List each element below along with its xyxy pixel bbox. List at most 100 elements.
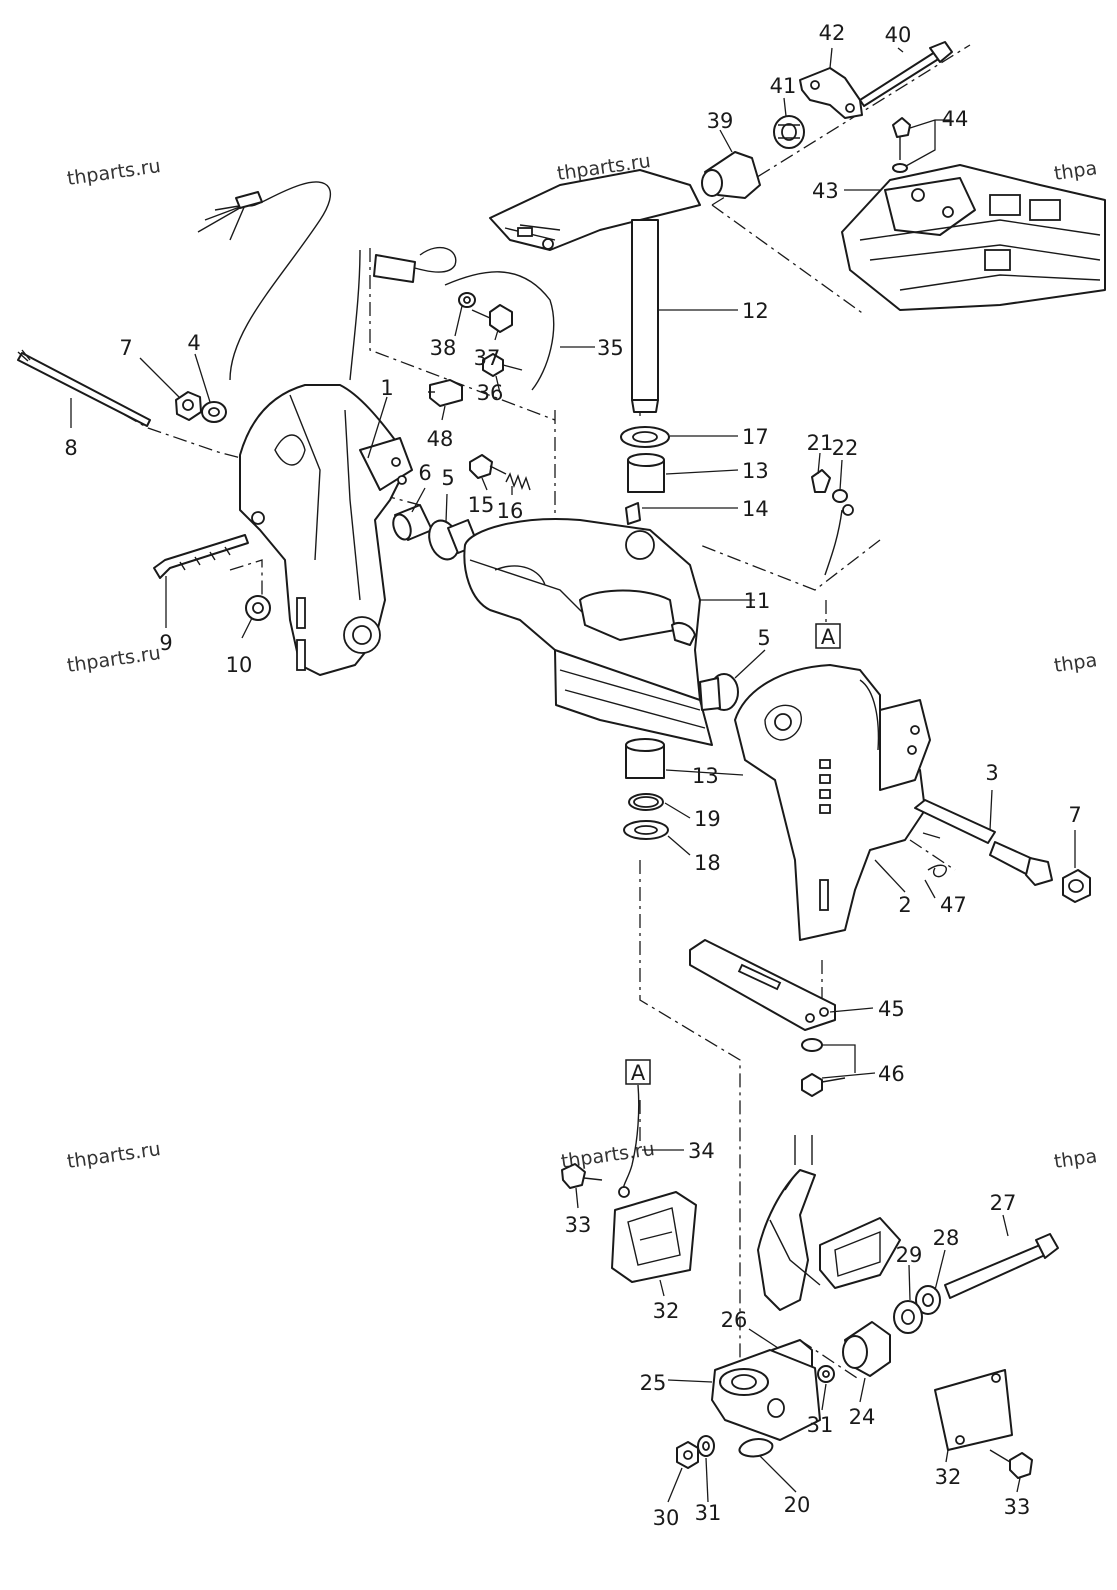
- part-38-washer: [458, 292, 476, 308]
- callout-26: 26: [721, 1308, 748, 1332]
- part-3-tilt-tube: [914, 799, 1053, 886]
- reference-mark: A: [631, 1061, 646, 1085]
- part-31-washer-small: [817, 1365, 835, 1383]
- part-13-bushing-upper: [627, 453, 665, 493]
- part-24-rubber-mount: [842, 1321, 891, 1377]
- callout-8: 8: [64, 436, 77, 460]
- watermark: thparts.ru: [66, 155, 162, 190]
- callout-17: 17: [742, 425, 769, 449]
- callout-30: 30: [653, 1506, 680, 1530]
- part-7-cap-nut-right: [1062, 869, 1091, 903]
- ground-wire-top: [824, 504, 854, 576]
- reference-box-a-upper: A: [815, 623, 841, 649]
- part-11-swivel-case: [463, 518, 713, 746]
- callout-32-left: 32: [653, 1299, 680, 1323]
- watermark-partial: thpa: [1053, 157, 1099, 185]
- callout-22: 22: [832, 436, 859, 460]
- callout-25: 25: [640, 1371, 667, 1395]
- callout-13-lower: 13: [692, 764, 719, 788]
- callout-12: 12: [742, 299, 769, 323]
- watermark: thparts.ru: [66, 1138, 162, 1173]
- part-43-mount-clamp-assembly: [841, 164, 1106, 311]
- part-17-washer: [620, 426, 670, 448]
- callout-11: 11: [744, 589, 771, 613]
- part-12-steering-arm-shaft: [489, 169, 701, 413]
- callout-6: 6: [418, 461, 431, 485]
- callout-31-mid: 31: [807, 1413, 834, 1437]
- callout-41: 41: [770, 74, 797, 98]
- part-40-long-bolt: [859, 41, 953, 107]
- callout-27: 27: [990, 1191, 1017, 1215]
- callout-44: 44: [942, 107, 969, 131]
- part-25-lower-yoke: [711, 1349, 821, 1441]
- callout-33-left: 33: [565, 1213, 592, 1237]
- part-19-o-ring: [628, 793, 664, 811]
- callout-32-right: 32: [935, 1465, 962, 1489]
- callout-24: 24: [849, 1405, 876, 1429]
- part-5-flanged-bushing-right: [699, 673, 739, 711]
- ground-wire-lower: [618, 1084, 640, 1198]
- callout-48: 48: [427, 427, 454, 451]
- part-21-grease-nipple: [811, 469, 831, 493]
- callout-45: 45: [878, 997, 905, 1021]
- callout-labels: 1 2 3 4 5 5 6 7 7 8 9 10 11 12 13 13 14 …: [64, 21, 1081, 1530]
- callout-47: 47: [940, 893, 967, 917]
- callout-37: 37: [474, 346, 501, 370]
- part-37-screw: [471, 304, 513, 333]
- part-28-washer: [915, 1285, 941, 1315]
- part-27-long-bolt: [944, 1233, 1059, 1299]
- callout-9: 9: [159, 631, 172, 655]
- part-4-washer-left: [201, 401, 227, 423]
- callout-7-right: 7: [1068, 803, 1081, 827]
- part-45-plate: [689, 939, 836, 1031]
- part-13-bushing-lower: [625, 738, 665, 779]
- callout-13-upper: 13: [742, 459, 769, 483]
- callout-38: 38: [430, 336, 457, 360]
- part-16-spring: [505, 472, 531, 491]
- part-39-rubber-mount: [701, 151, 761, 199]
- leader-lines: [70, 47, 1076, 1503]
- callout-7-left: 7: [119, 336, 132, 360]
- part-48-bolt: [428, 379, 463, 407]
- part-29-washer: [893, 1300, 923, 1334]
- part-15-bolt: [469, 454, 507, 479]
- callout-5-left: 5: [441, 466, 454, 490]
- part-10-washer: [245, 595, 271, 621]
- part-30-nut: [676, 1441, 699, 1469]
- callout-10: 10: [226, 653, 253, 677]
- callout-40: 40: [885, 23, 912, 47]
- callout-36: 36: [477, 381, 504, 405]
- part-36-screw: [482, 353, 523, 377]
- part-20-clip: [738, 1438, 774, 1458]
- part-22-washer: [832, 489, 848, 503]
- part-41-grommet: [773, 115, 805, 149]
- reference-mark: A: [821, 625, 836, 649]
- callout-31-bottom: 31: [695, 1501, 722, 1525]
- part-44-bolt-washer: [892, 117, 911, 173]
- mounting-bracket-lower: [757, 1135, 901, 1311]
- callout-33-right: 33: [1004, 1495, 1031, 1519]
- watermark: thparts.ru: [66, 642, 162, 677]
- part-32-cover-plate-right: [934, 1369, 1013, 1451]
- part-33-screw-right: [989, 1449, 1033, 1479]
- part-6-bushing: [392, 504, 433, 541]
- part-18-washer: [623, 820, 669, 840]
- watermark-partial: thpa: [1053, 649, 1099, 677]
- callout-34: 34: [688, 1139, 715, 1163]
- part-1-left-clamp-bracket: [239, 384, 413, 676]
- callout-42: 42: [819, 21, 846, 45]
- callout-29: 29: [896, 1243, 923, 1267]
- callout-16: 16: [497, 499, 524, 523]
- callout-19: 19: [694, 807, 721, 831]
- callout-5-right: 5: [757, 626, 770, 650]
- callout-15: 15: [468, 493, 495, 517]
- part-47-cotter-pin: [927, 864, 947, 878]
- part-7-nut-left: [175, 391, 202, 421]
- callout-14: 14: [742, 497, 769, 521]
- callout-21: 21: [807, 431, 834, 455]
- part-9-bolt: [153, 534, 249, 579]
- callout-35: 35: [597, 336, 624, 360]
- callout-2: 2: [898, 893, 911, 917]
- wire-harness-top-left: [197, 181, 555, 391]
- callout-4: 4: [187, 331, 200, 355]
